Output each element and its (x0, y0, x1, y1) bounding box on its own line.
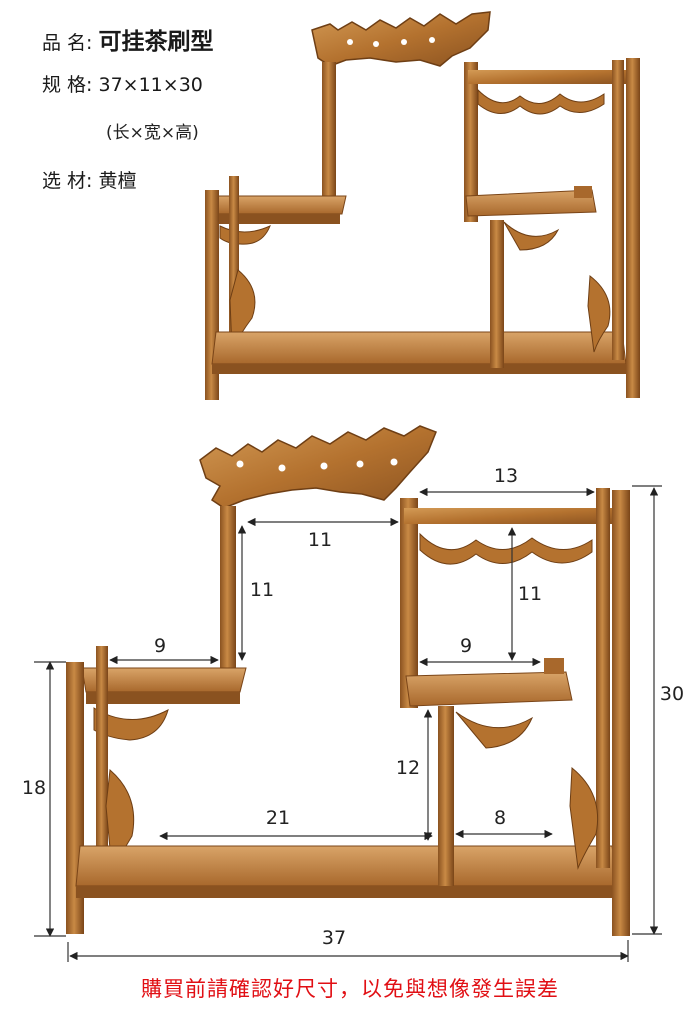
spec-size-note: (长×宽×高) (106, 123, 199, 143)
spec-material-label: 选 材: (42, 170, 93, 192)
dim-left-shelf-width: 9 (154, 635, 166, 657)
spec-material: 选 材: 黄檀 (42, 166, 137, 193)
dim-top-gap-width: 11 (308, 529, 332, 551)
dim-total-length: 37 (322, 927, 346, 949)
dim-right-mid-gap-height: 11 (518, 583, 542, 605)
shelf-photo-dimensioned (66, 425, 630, 936)
spec-name-label: 品 名: (42, 32, 93, 54)
dim-right-mid-width: 9 (460, 635, 472, 657)
dim-right-top-width: 13 (494, 465, 518, 487)
spec-name-value: 可挂茶刷型 (98, 29, 214, 55)
dim-bottom-right-width: 8 (494, 807, 506, 829)
dimension-lines (34, 485, 662, 962)
shelf-photo-top (205, 11, 640, 400)
dimension-labels: 11 11 9 18 13 11 9 30 12 21 8 37 (22, 465, 684, 949)
dim-bottom-left-width: 21 (266, 807, 290, 829)
dim-top-gap-height: 11 (250, 579, 274, 601)
spec-size: 规 格: 37×11×30 (42, 70, 203, 97)
dim-left-height: 18 (22, 777, 46, 799)
size-notice: 購買前請確認好尺寸，以免與想像發生誤差 (141, 977, 559, 1001)
spec-name: 品 名: 可挂茶刷型 (42, 22, 214, 56)
dim-total-height: 30 (660, 683, 684, 705)
spec-size-value: 37×11×30 (98, 74, 203, 96)
spec-material-value: 黄檀 (98, 170, 137, 192)
spec-size-label: 规 格: (42, 74, 93, 96)
dim-right-lower-gap-height: 12 (396, 757, 420, 779)
